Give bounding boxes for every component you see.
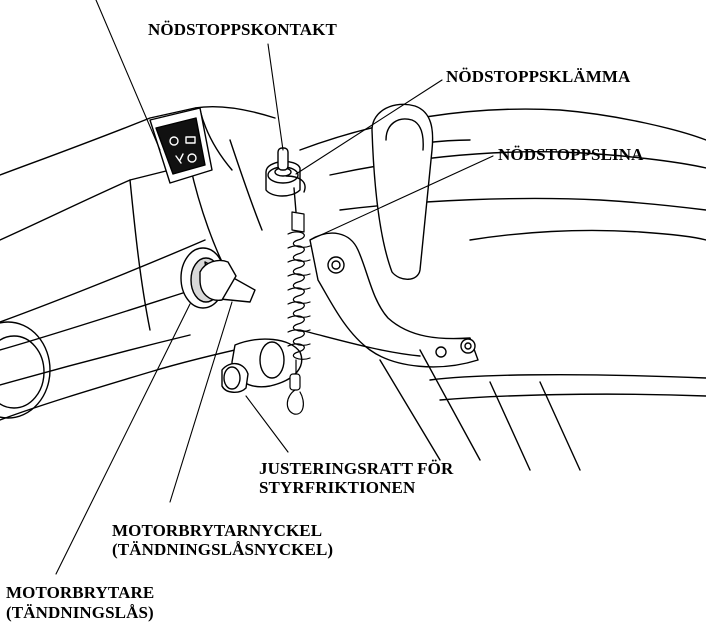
label-engine-switch-line2: (TÄNDNINGSLÅS): [6, 603, 154, 622]
label-friction-knob-line1: JUSTERINGSRATT FÖR: [259, 459, 453, 478]
label-friction-knob-line2: STYRFRIKTIONEN: [259, 478, 415, 497]
lanyard-coil: [287, 212, 310, 414]
label-emergency-stop-clip: NÖDSTOPPSKLÄMMA: [446, 67, 630, 86]
bracket-back: [372, 104, 433, 279]
label-emergency-stop-switch: NÖDSTOPPSKONTAKT: [148, 20, 337, 39]
indicator-panel: [150, 108, 212, 183]
engine-cowl: [300, 109, 706, 240]
label-engine-switch-key-line2: (TÄNDNINGSLÅSNYCKEL): [112, 540, 333, 559]
label-engine-switch-line1: MOTORBRYTARE: [6, 583, 154, 602]
label-engine-switch-key-line1: MOTORBRYTARNYCKEL: [112, 521, 322, 540]
steering-bracket: [300, 233, 706, 470]
round-cover: [0, 322, 50, 418]
label-emergency-stop-lanyard: NÖDSTOPPSLINA: [498, 145, 644, 164]
stop-switch-assembly: [266, 148, 305, 212]
ignition-switch: [181, 248, 255, 308]
